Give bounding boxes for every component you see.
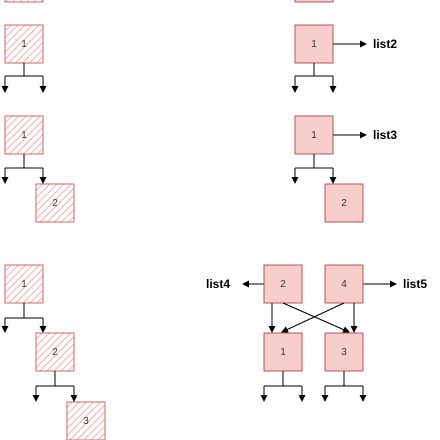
child-node-label: 2 bbox=[52, 198, 58, 209]
left-diagram-2: 1 2 bbox=[1, 115, 75, 223]
top-partial-row bbox=[4, 0, 334, 3]
bottom-right-node-box bbox=[324, 332, 364, 372]
bottom-right-node-label: 3 bbox=[341, 347, 347, 358]
partial-node-right bbox=[294, 0, 334, 3]
node-label: 1 bbox=[21, 39, 27, 50]
top-right-node-label: 4 bbox=[341, 279, 347, 290]
right-diagram-3: list4 list5 2 4 1 3 bbox=[206, 264, 427, 402]
root-node-box bbox=[294, 115, 334, 155]
partial-node-left bbox=[4, 0, 44, 3]
child-node-box bbox=[324, 183, 364, 223]
right-diagram-1: 1 list2 bbox=[291, 24, 397, 93]
grandchild-node-box bbox=[66, 401, 106, 440]
child-node-label: 2 bbox=[52, 347, 58, 358]
list-label-right: list5 bbox=[403, 277, 427, 291]
edge-4-to-1-cross bbox=[281, 302, 345, 333]
node-box bbox=[4, 24, 44, 64]
root-node-label: 1 bbox=[311, 130, 317, 141]
bottom-left-node-label: 1 bbox=[280, 347, 286, 358]
grandchild-node-label: 3 bbox=[83, 416, 89, 427]
node-label: 1 bbox=[311, 39, 317, 50]
root-node-box bbox=[4, 264, 44, 304]
right-diagram-2: 1 list3 2 bbox=[291, 115, 397, 223]
root-node-label: 1 bbox=[21, 130, 27, 141]
list-label-left: list4 bbox=[206, 277, 230, 291]
top-left-node-box bbox=[263, 264, 303, 304]
bottom-left-node-box bbox=[263, 332, 303, 372]
child-node-box bbox=[35, 183, 75, 223]
root-node-label: 1 bbox=[21, 279, 27, 290]
edge-2-to-3-cross bbox=[282, 302, 350, 333]
list-label: list3 bbox=[373, 128, 397, 142]
left-diagram-3: 1 2 3 bbox=[1, 264, 106, 440]
top-left-node-label: 2 bbox=[280, 279, 286, 290]
list-label: list2 bbox=[373, 37, 397, 51]
left-diagram-1: 1 bbox=[1, 24, 47, 93]
child-node-label: 2 bbox=[341, 198, 347, 209]
top-right-node-box bbox=[324, 264, 364, 304]
